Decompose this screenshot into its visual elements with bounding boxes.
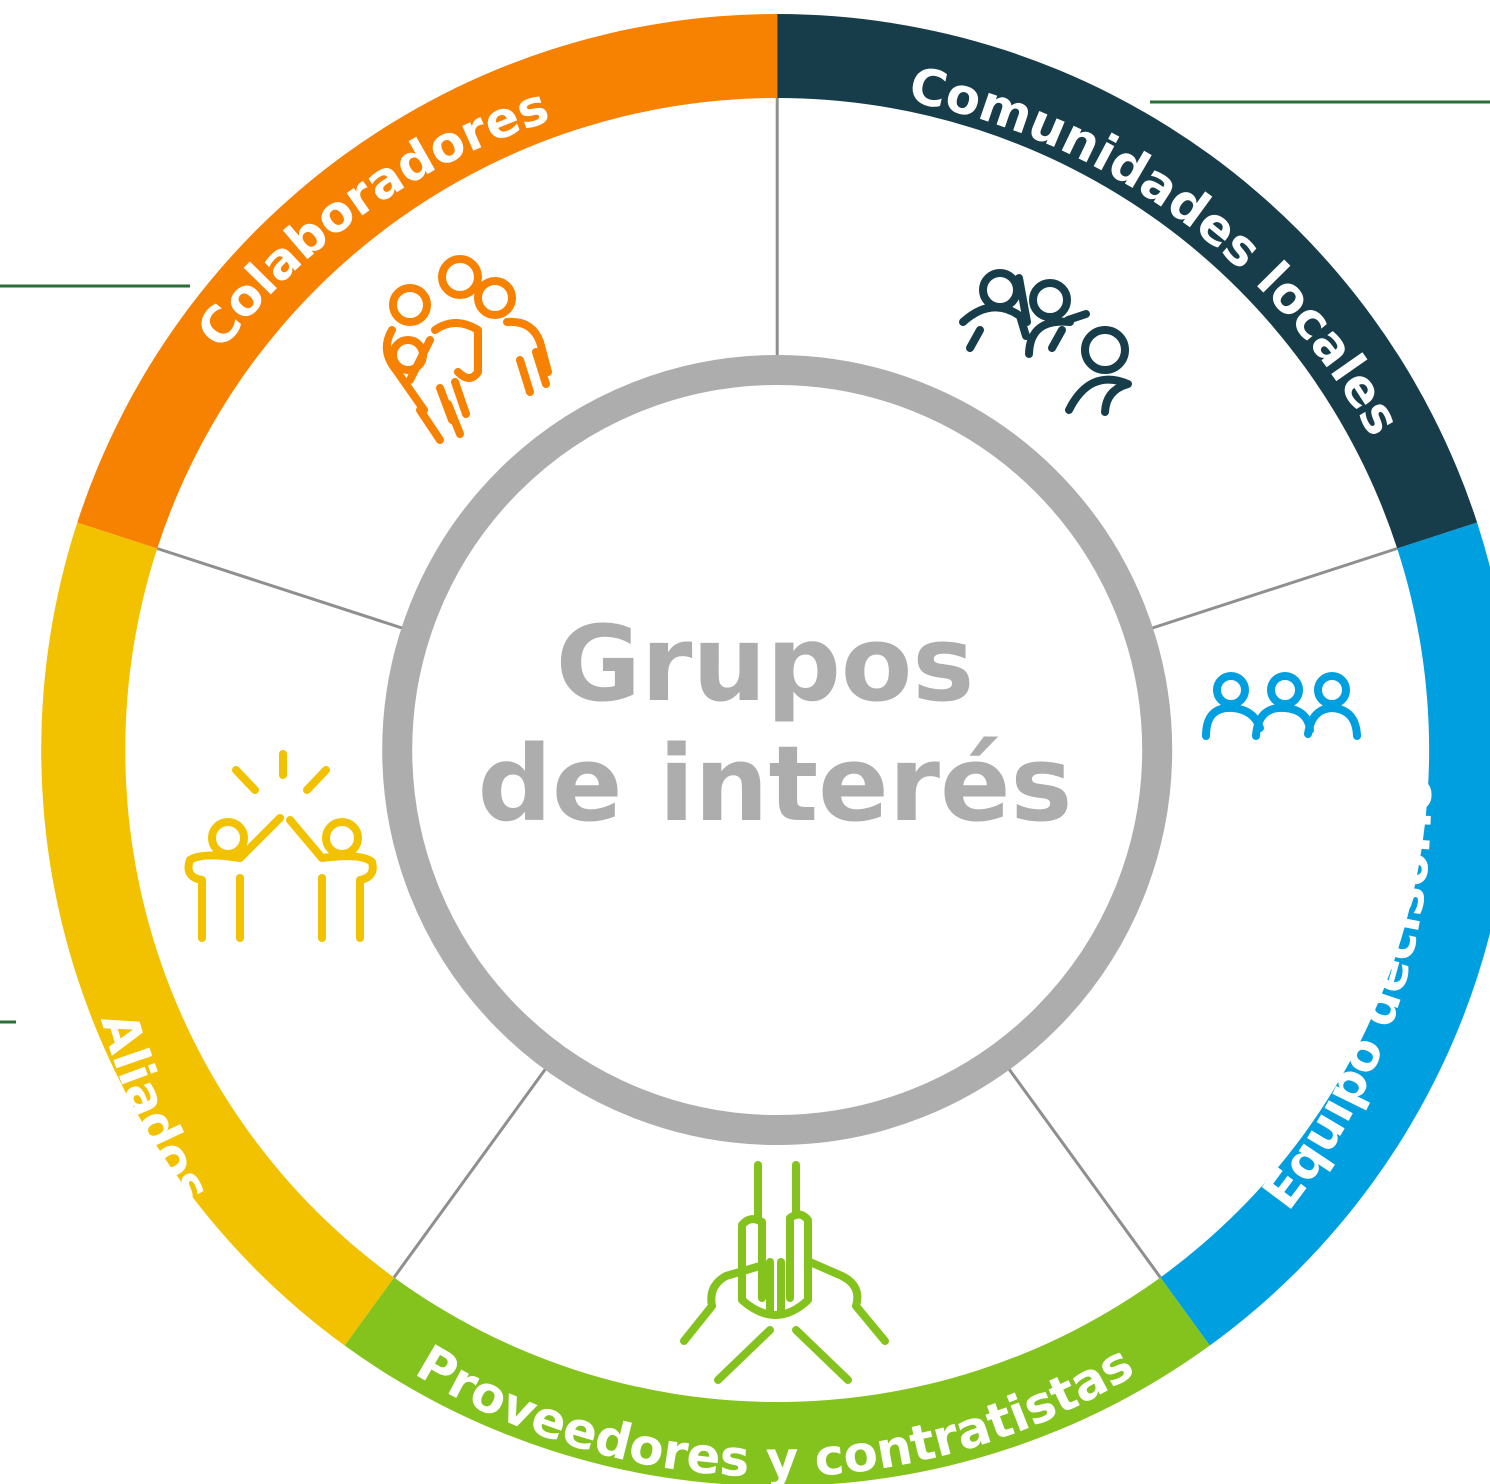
community-people-icon (959, 269, 1132, 416)
divider-line (156, 547, 406, 631)
divider-line (392, 1065, 549, 1279)
segment-colaboradores[interactable] (77, 14, 778, 549)
team-hands-up-icon (382, 255, 552, 444)
label-comunidades-locales: Comunidades locales (904, 56, 1412, 445)
team-group-icon (1202, 672, 1361, 740)
joined-hands-icon (680, 1161, 889, 1384)
divider-line (1005, 1065, 1162, 1279)
segment-aliados[interactable] (41, 522, 395, 1346)
segment-equipo-decisorio[interactable] (1160, 522, 1490, 1346)
sector-dividers (156, 98, 1398, 1279)
center-title-line1: Grupos (556, 603, 975, 725)
divider-line (1148, 547, 1398, 631)
high-five-icon (184, 750, 377, 942)
center-ring (382, 355, 1173, 1145)
accent-lines (0, 100, 1490, 1024)
segment-comunidades-locales[interactable] (777, 14, 1478, 549)
center-title-line2: de interés (478, 723, 1073, 845)
segment-proveedores-y-contratistas[interactable] (344, 1277, 1210, 1484)
ring-segments (41, 14, 1490, 1484)
